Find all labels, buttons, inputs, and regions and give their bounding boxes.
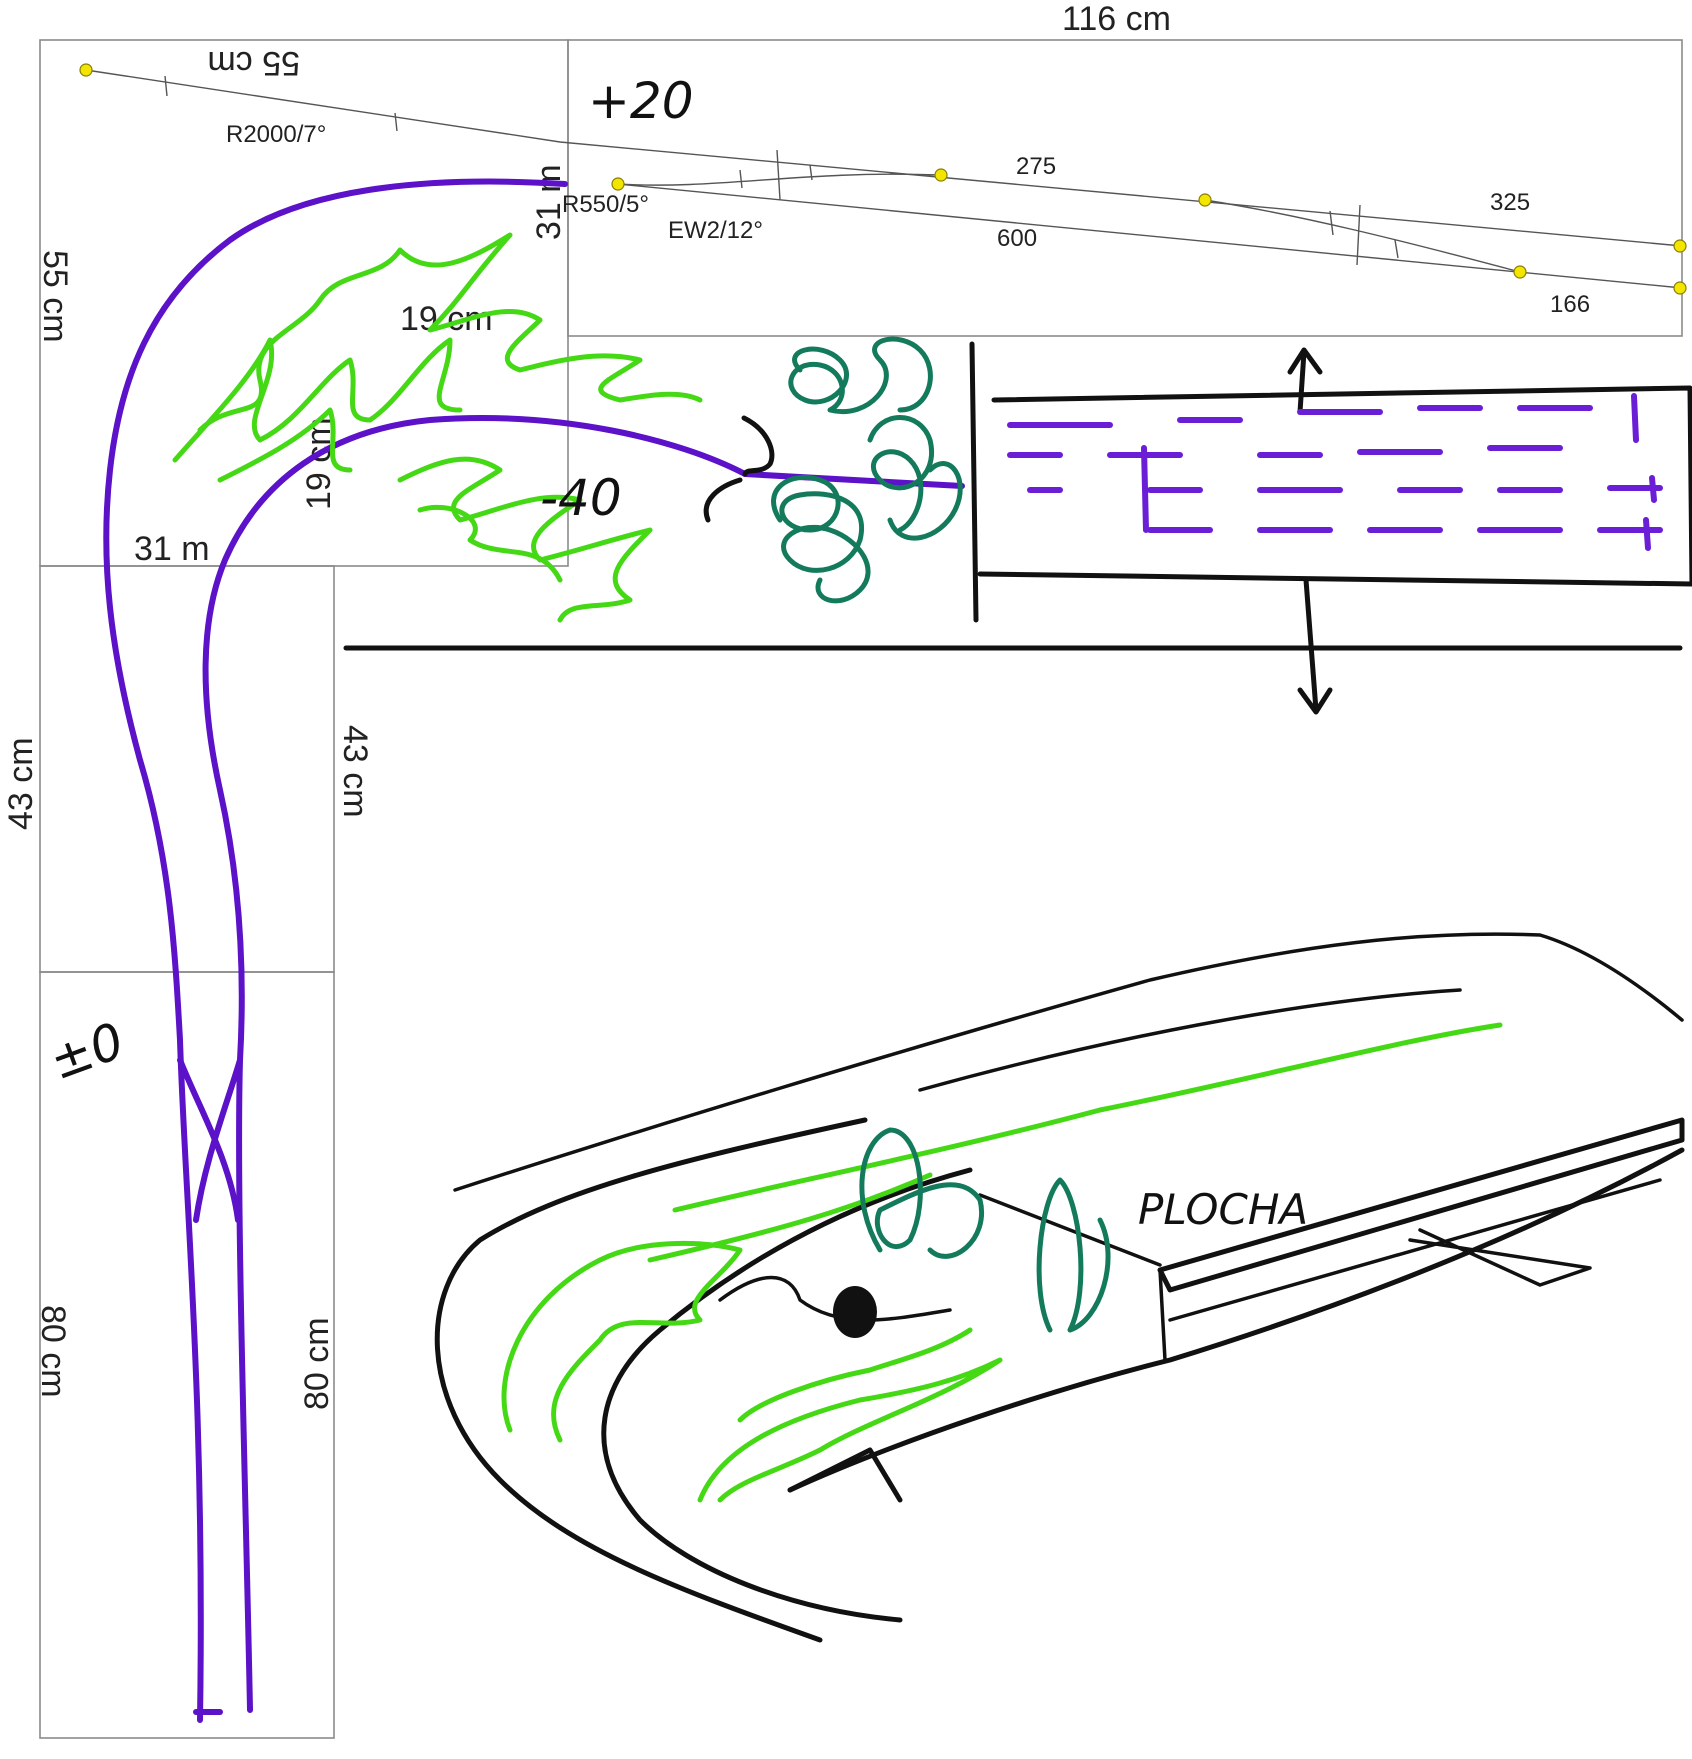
- sketch-station-line: [1168, 1178, 1662, 1322]
- dim-80-right: 80 cm: [298, 1317, 336, 1410]
- grass-scribble: [197, 232, 703, 433]
- track-siding-1: [617, 173, 941, 186]
- sketch-platform-front: [787, 1447, 903, 1503]
- sketch-grass-band-2: [647, 1172, 933, 1263]
- board-module-middle: [39, 565, 335, 973]
- sketch-grass-band: [672, 1022, 1503, 1213]
- station-area: [343, 341, 1692, 715]
- label-length-325: 325: [1490, 189, 1530, 216]
- sketch-slope-line: [978, 1193, 1162, 1267]
- label-curve-r550: R550/5°: [562, 191, 649, 218]
- track-node: [1513, 265, 1527, 279]
- sketch-track-bed-outer: [434, 1117, 868, 1643]
- sketch-grass-curve-2: [697, 1357, 1003, 1503]
- grass-scribble: [172, 337, 463, 463]
- board-module-bottom: [39, 971, 335, 1739]
- track-tick: [164, 75, 168, 97]
- track-tick: [394, 112, 398, 132]
- sketch-arrow: [1408, 1228, 1592, 1287]
- grass-scribble-lower: [417, 504, 563, 583]
- track-main-lower: [617, 183, 1683, 289]
- track-dash: [1643, 517, 1651, 551]
- dim-43-right: 43 cm: [336, 725, 374, 818]
- label-length-166: 166: [1550, 291, 1590, 318]
- track-spur-to-station: [742, 471, 965, 489]
- station-building-outline: [977, 385, 1692, 587]
- dim-left-height: 55 cm: [36, 250, 74, 343]
- tree-scribble: [887, 461, 963, 541]
- sketch-label-plocha: PLOCHA: [1138, 1185, 1308, 1234]
- elevation-zero-label: ±0: [42, 1012, 131, 1092]
- track-crossing-b: [193, 1057, 243, 1223]
- track-dash: [1649, 475, 1657, 503]
- dim-43-left: 43 cm: [2, 737, 40, 830]
- perspective-sketch: PLOCHA: [434, 932, 1685, 1643]
- dim-inner-horizontal: 19 cm: [400, 300, 493, 338]
- dim-top-width: 116 cm: [1062, 0, 1171, 38]
- track-tick: [1329, 210, 1334, 236]
- sketch-tunnel-opening: [718, 1275, 952, 1322]
- tree-scribble: [788, 336, 933, 415]
- tree-scribble: [771, 474, 871, 604]
- track-node: [1673, 239, 1687, 253]
- elevation-up-label: +20: [588, 72, 694, 130]
- label-curve-r2000: R2000/7°: [226, 121, 326, 148]
- grass-scribble: [217, 407, 353, 483]
- label-length-600: 600: [997, 225, 1037, 252]
- track-node: [934, 168, 948, 182]
- track-tick: [809, 164, 813, 181]
- sketch-track-bed-inner: [601, 1167, 973, 1623]
- sketch-outer-edge: [453, 932, 1684, 1192]
- sketch-trees: [859, 1127, 985, 1259]
- track-outer-curve: [103, 178, 568, 1723]
- label-length-275: 275: [1016, 153, 1056, 180]
- vegetation-plan: [172, 232, 963, 623]
- track-tick: [776, 149, 781, 201]
- track-dash: [1141, 445, 1149, 533]
- tunnel-portal: [833, 1286, 877, 1338]
- track-node: [1673, 281, 1687, 295]
- hand-track: [103, 178, 965, 1723]
- board-module-top-right: [567, 39, 1683, 337]
- track-dash: [1631, 393, 1639, 443]
- slope-mark: [741, 415, 775, 477]
- track-plan: R2000/7° R550/5° EW2/12° 275 325 600 166: [79, 63, 1687, 318]
- sketch-trees-2: [1036, 1177, 1111, 1333]
- dim-80-left: 80 cm: [34, 1305, 72, 1398]
- sketch-platform-edge: [787, 1147, 1685, 1493]
- track-inner-curve: [202, 415, 748, 1713]
- station-divider: [969, 341, 979, 623]
- slope-mark-2: [703, 477, 743, 523]
- elevation-down-label: -40: [540, 469, 622, 527]
- track-node: [611, 177, 625, 191]
- track-tick: [739, 169, 743, 189]
- track-siding-2: [1204, 199, 1521, 273]
- arrow-up-head: [1287, 347, 1323, 375]
- board-outlines: [39, 39, 1683, 1739]
- dimension-labels: 116 cm 55 cm 55 cm 31 m 19 cm 19 cm 31 m…: [2, 0, 1171, 1410]
- arrow-up-shaft: [1297, 349, 1307, 415]
- elevation-annotations: +20 -40 ±0: [42, 72, 693, 1091]
- sketch-station-box: [1157, 1117, 1685, 1293]
- track-main-upper: [85, 69, 1683, 247]
- grass-scribble-lower: [397, 456, 653, 623]
- arrow-down-shaft: [1303, 577, 1319, 713]
- sketch-grass-curve: [501, 1240, 743, 1443]
- dim-top-left-width: 55 cm: [207, 44, 300, 82]
- sketch-upper-edge: [918, 988, 1462, 1092]
- track-tick: [1394, 239, 1399, 259]
- sketch-grass-curve-3: [737, 1327, 973, 1423]
- dim-inner-vertical: 31 m: [530, 164, 568, 240]
- track-node: [1198, 193, 1212, 207]
- dim-left-mid: 31 m: [134, 530, 210, 568]
- sketch-station-wall: [1158, 1268, 1167, 1362]
- arrow-down-head: [1297, 687, 1333, 715]
- tree-scribble: [867, 415, 935, 533]
- track-tick: [1356, 204, 1361, 266]
- label-turnout: EW2/12°: [668, 217, 763, 244]
- track-node: [79, 63, 93, 77]
